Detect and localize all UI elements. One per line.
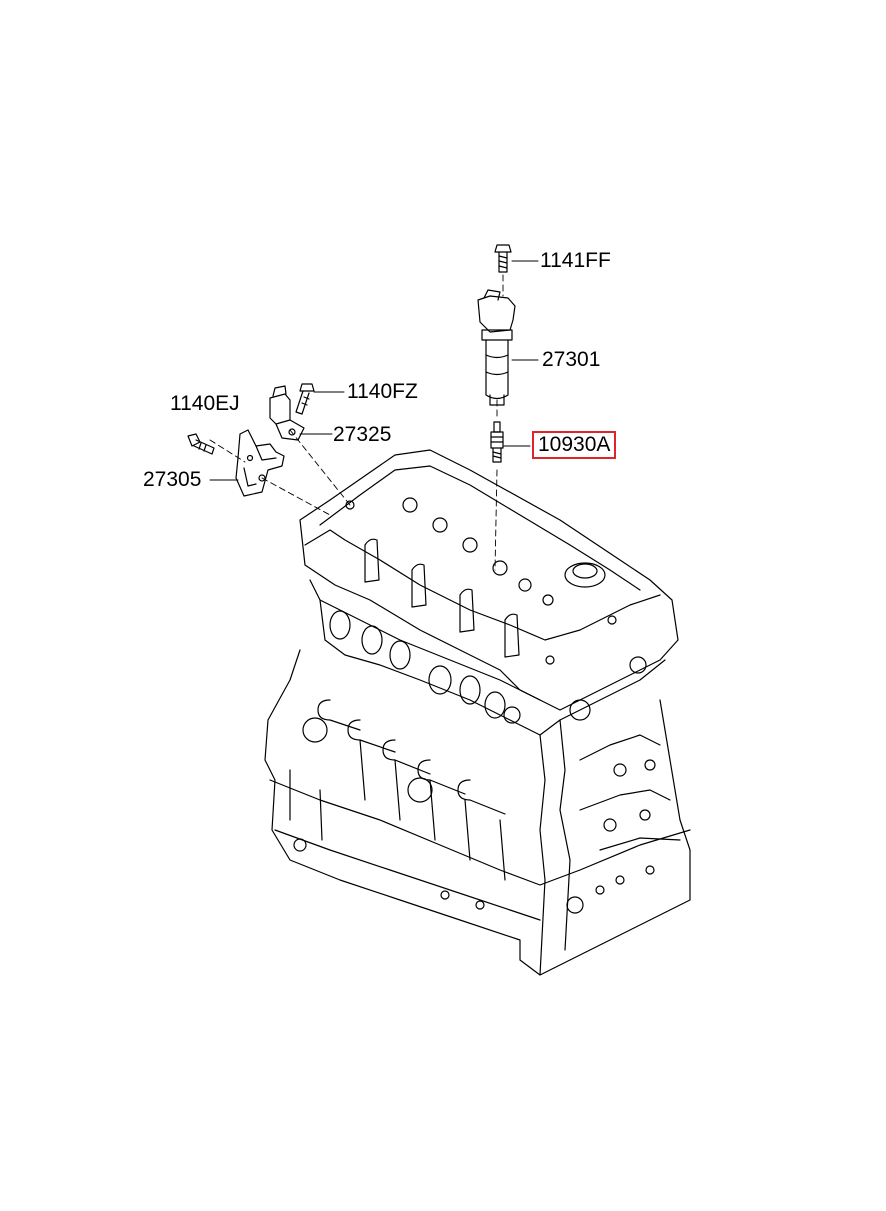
- bolt-1140fz-illustration: [295, 383, 315, 415]
- ignition-coil-illustration: [477, 289, 516, 406]
- bracket-27305-illustration: [235, 429, 285, 497]
- part-label-27301: 27301: [542, 348, 601, 371]
- part-label-10930a-highlighted[interactable]: 10930A: [532, 431, 617, 459]
- part-label-27325: 27325: [333, 423, 392, 446]
- bolt-1140ej-illustration: [187, 433, 215, 455]
- spark-plug-illustration: [490, 421, 504, 463]
- sensor-27325-illustration: [269, 385, 305, 441]
- part-label-1140fz: 1140FZ: [347, 380, 418, 403]
- part-label-27305: 27305: [143, 468, 202, 491]
- part-label-1141ff: 1141FF: [540, 249, 611, 272]
- leader-lines: [209, 260, 539, 481]
- bolt-1141ff-illustration: [494, 244, 512, 273]
- engine-block-illustration: [264, 449, 691, 976]
- part-label-1140ej: 1140EJ: [170, 392, 240, 415]
- assembly-guide-lines: [209, 274, 504, 571]
